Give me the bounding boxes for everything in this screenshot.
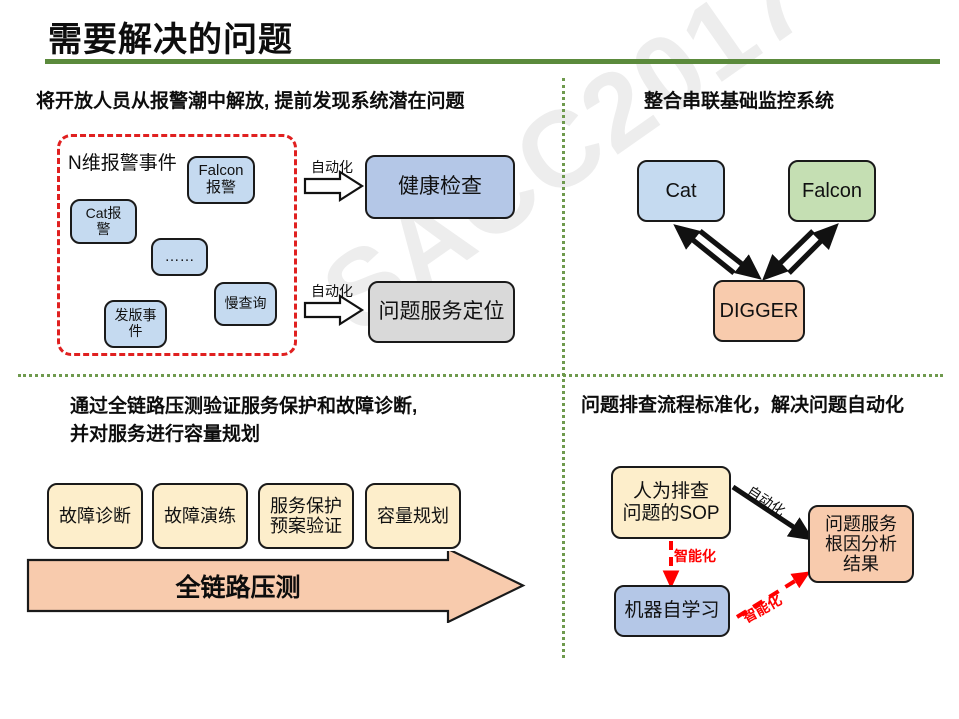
node-root-cause-result[interactable]: 问题服务 根因分析 结果 (808, 505, 914, 583)
alert-box-falcon[interactable]: Falcon 报警 (187, 156, 255, 204)
arrow-digger-to-falcon (787, 223, 839, 275)
alert-box-slow-query[interactable]: 慢查询 (214, 282, 277, 326)
edge-label-automation: 自动化 (744, 482, 789, 519)
health-check-box[interactable]: 健康检查 (365, 155, 515, 219)
node-human-sop[interactable]: 人为排查 问题的SOP (611, 466, 731, 539)
top-left-heading: 将开放人员从报警潮中解放, 提前发现系统潜在问题 (36, 91, 465, 112)
title-underline (45, 59, 940, 64)
arrow-cat-to-digger (698, 228, 762, 280)
automation-caption-health: 自动化 (311, 159, 353, 175)
arrow-digger-to-cat (673, 224, 736, 276)
top-right-heading: 整合串联基础监控系统 (644, 91, 835, 112)
node-machine-learning[interactable]: 机器自学习 (614, 585, 730, 637)
problem-service-locate-box[interactable]: 问题服务定位 (368, 281, 515, 343)
alert-box-cat[interactable]: Cat报 警 (70, 199, 137, 244)
capability-box-capacity-planning[interactable]: 容量规划 (365, 483, 461, 549)
capability-box-fault-diagnosis[interactable]: 故障诊断 (47, 483, 143, 549)
banner-arrow-shape (26, 547, 526, 624)
horizontal-divider (18, 374, 943, 377)
bottom-left-heading: 通过全链路压测验证服务保护和故障诊断, 并对服务进行容量规划 (70, 396, 418, 445)
alert-events-group-label: N维报警事件 (68, 153, 177, 174)
edge-label-intelligent-down: 智能化 (674, 548, 716, 564)
vertical-divider (562, 78, 565, 658)
capability-box-service-protection[interactable]: 服务保护 预案验证 (258, 483, 354, 549)
node-digger[interactable]: DIGGER (713, 280, 805, 342)
arrow-falcon-to-digger (762, 229, 815, 281)
capability-box-fault-drill[interactable]: 故障演练 (152, 483, 248, 549)
bottom-right-heading: 问题排查流程标准化，解决问题自动化 (581, 395, 905, 416)
edge-label-intelligent-diagonal: 智能化 (739, 591, 785, 626)
full-link-stress-banner[interactable]: 全链路压测 (0, 547, 530, 624)
banner-label: 全链路压测 (175, 573, 301, 602)
node-falcon[interactable]: Falcon (788, 160, 876, 222)
automation-caption-locate: 自动化 (311, 283, 353, 299)
alert-box-release-event[interactable]: 发版事 件 (104, 300, 167, 348)
alert-box-ellipsis[interactable]: …… (151, 238, 208, 276)
node-cat[interactable]: Cat (637, 160, 725, 222)
alert-events-group (57, 134, 297, 356)
page-title: 需要解决的问题 (48, 21, 293, 59)
